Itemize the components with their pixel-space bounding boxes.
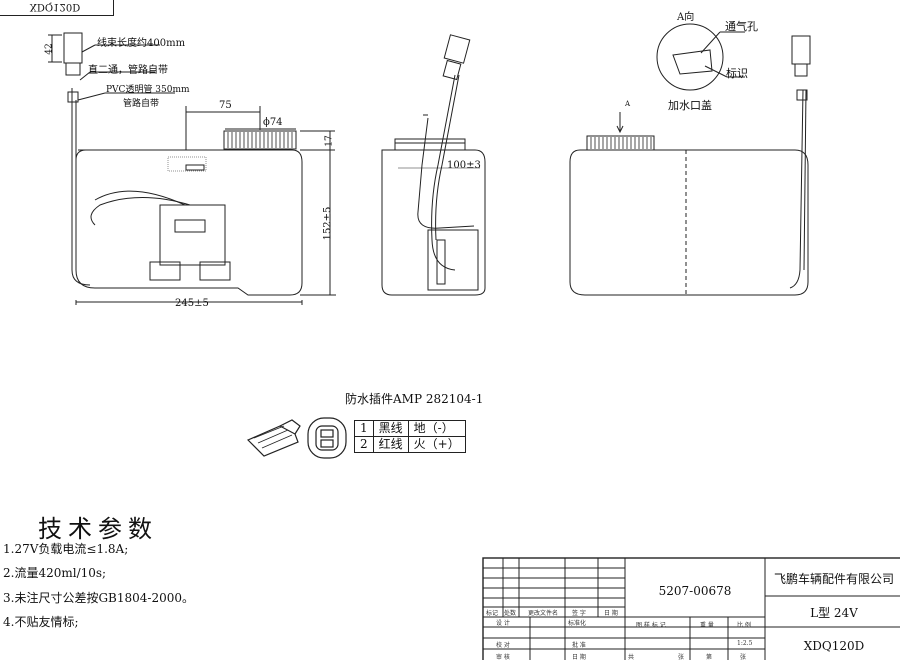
pvc-tube-label-2: 管路自带	[123, 99, 160, 109]
connector-side	[443, 34, 471, 64]
mark-label: 标识	[726, 67, 748, 80]
pin-row: 2 红线 火（+）	[354, 436, 466, 453]
tank-side-outline	[381, 149, 486, 296]
arrow-a-label: A	[625, 100, 631, 108]
part-number: 5207-00678	[658, 584, 732, 598]
tb-header-mark: 标记	[486, 610, 499, 617]
pin-table: 1 黑线 地（-） 2 红线 火（+）	[354, 420, 466, 453]
dim-75: 75	[219, 100, 232, 111]
tech-item-1: 1.27V负载电流≤1.8A;	[3, 542, 129, 556]
socket-face-icon	[307, 417, 347, 459]
dim-74: ϕ74	[263, 117, 283, 128]
company-name: 飞鹏车辆配件有限公司	[773, 572, 894, 586]
tb-sheet-no: 第	[706, 654, 713, 661]
fill-cap-front	[223, 130, 297, 150]
dim-100: 100±3	[447, 160, 481, 171]
tb-mid-weight: 重 量	[700, 622, 714, 629]
dim-245: 245±5	[175, 298, 209, 309]
pin-row: 1 黑线 地（-）	[354, 420, 466, 437]
vent-hole-label: 通气孔	[725, 20, 758, 33]
view-a-circle	[656, 23, 724, 91]
tb-header-sign: 签 字	[572, 610, 586, 617]
pin-func: 火（+）	[407, 436, 466, 453]
tank-front-outline	[75, 149, 303, 296]
fill-cap-back	[586, 135, 655, 151]
tank-back-outline	[569, 149, 809, 296]
tb-mid-scale: 比 例	[737, 622, 751, 629]
tb-sheet-unit-2: 张	[740, 654, 747, 661]
pvc-tube-label: PVC透明管 350mm	[106, 85, 190, 95]
tb-sheet-unit-1: 张	[678, 654, 685, 661]
fill-cap-side	[394, 138, 466, 151]
plug-icon	[246, 425, 299, 457]
tb-header-file: 更改文件名	[528, 610, 559, 617]
view-a-label: A向	[677, 12, 695, 23]
harness-back	[789, 89, 804, 289]
tb-header-count: 处数	[504, 610, 517, 617]
tech-item-2: 2.流量420ml/10s;	[3, 566, 107, 580]
model-label: L型 24V	[810, 606, 858, 620]
tb-role-design: 设 计	[496, 620, 510, 627]
drawing-code: XDQ120D	[803, 639, 865, 653]
pin-wire: 黑线	[372, 420, 409, 437]
tb-sheet-total: 共	[628, 654, 635, 661]
harness-length-label: 线束长度约400mm	[97, 38, 186, 49]
pump-body	[159, 204, 226, 266]
tech-item-4: 4.不贴友情标;	[3, 615, 79, 629]
tb-scale-value: 1:2.5	[737, 640, 753, 647]
connector-title: 防水插件AMP 282104-1	[345, 392, 484, 406]
tb-role-approve: 批 准	[572, 642, 586, 649]
tb-role-check: 校 对	[496, 642, 510, 649]
tb-mid-mark: 图 样 标 记	[636, 622, 666, 629]
fill-cap-label: 加水口盖	[668, 99, 712, 112]
tb-header-date: 日 期	[604, 610, 618, 617]
harness-side	[431, 74, 456, 271]
connector-illustration	[246, 417, 347, 459]
harness-front	[71, 88, 91, 286]
tb-role-review: 审 核	[496, 654, 510, 661]
tech-params-title: 技术参数	[38, 515, 158, 543]
tech-item-3: 3.未注尺寸公差按GB1804-2000。	[3, 591, 194, 605]
tb-role-date: 日 期	[572, 654, 586, 661]
tb-role-standard: 标准化	[568, 620, 587, 627]
fitting-label: 直二通，管路自带	[88, 65, 168, 76]
